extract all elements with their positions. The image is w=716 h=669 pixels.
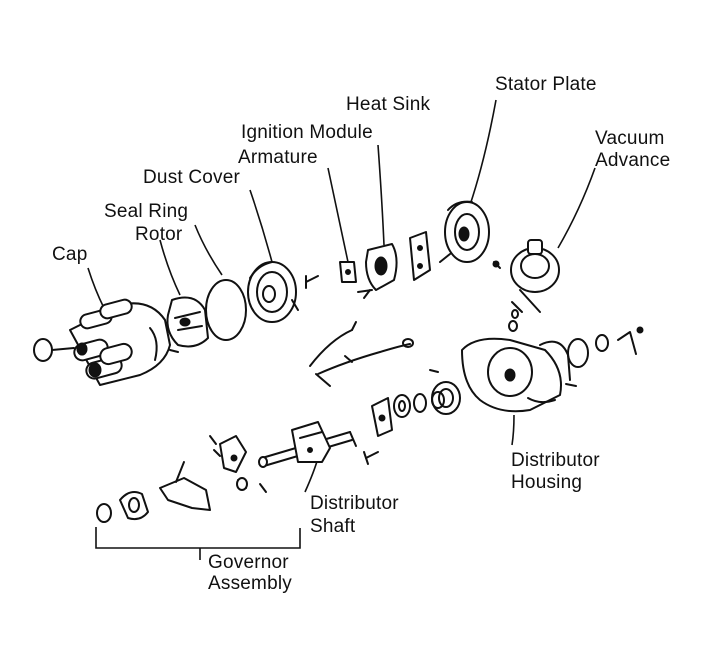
label-governor-assembly-line1: Governor xyxy=(208,552,289,573)
stator-plate-part xyxy=(439,200,490,263)
seal-ring-part xyxy=(205,279,247,341)
wiring-harness xyxy=(309,321,414,387)
label-cap: Cap xyxy=(52,244,88,265)
label-rotor: Rotor xyxy=(135,224,183,245)
armature-part xyxy=(339,261,357,283)
label-distributor-shaft-line2: Shaft xyxy=(310,516,356,537)
label-seal-ring: Seal Ring xyxy=(104,201,189,222)
label-dust-cover: Dust Cover xyxy=(143,167,241,188)
label-heat-sink: Heat Sink xyxy=(346,94,431,115)
governor-assembly-parts xyxy=(96,435,267,523)
distributor-shaft-part xyxy=(258,421,357,468)
label-armature: Armature xyxy=(238,147,318,168)
dust-cover-part xyxy=(247,261,299,323)
heat-sink-part xyxy=(409,231,431,281)
distributor-housing-part xyxy=(429,326,644,415)
vacuum-advance-part xyxy=(508,239,560,332)
ignition-module-part xyxy=(363,243,398,299)
screws xyxy=(305,260,501,293)
label-distributor-housing-line1: Distributor xyxy=(511,450,600,471)
label-ignition-module: Ignition Module xyxy=(241,122,373,143)
label-vacuum-advance-line1: Vacuum xyxy=(595,128,665,149)
rotor-part xyxy=(166,296,209,353)
label-distributor-shaft-line1: Distributor xyxy=(310,493,399,514)
leader-lines xyxy=(87,99,596,560)
label-vacuum-advance-line2: Advance xyxy=(595,150,671,171)
label-distributor-housing-line2: Housing xyxy=(511,472,583,493)
washers xyxy=(363,391,445,465)
cap-part xyxy=(33,298,171,386)
label-stator-plate: Stator Plate xyxy=(495,74,597,95)
label-governor-assembly-line2: Assembly xyxy=(208,573,292,594)
